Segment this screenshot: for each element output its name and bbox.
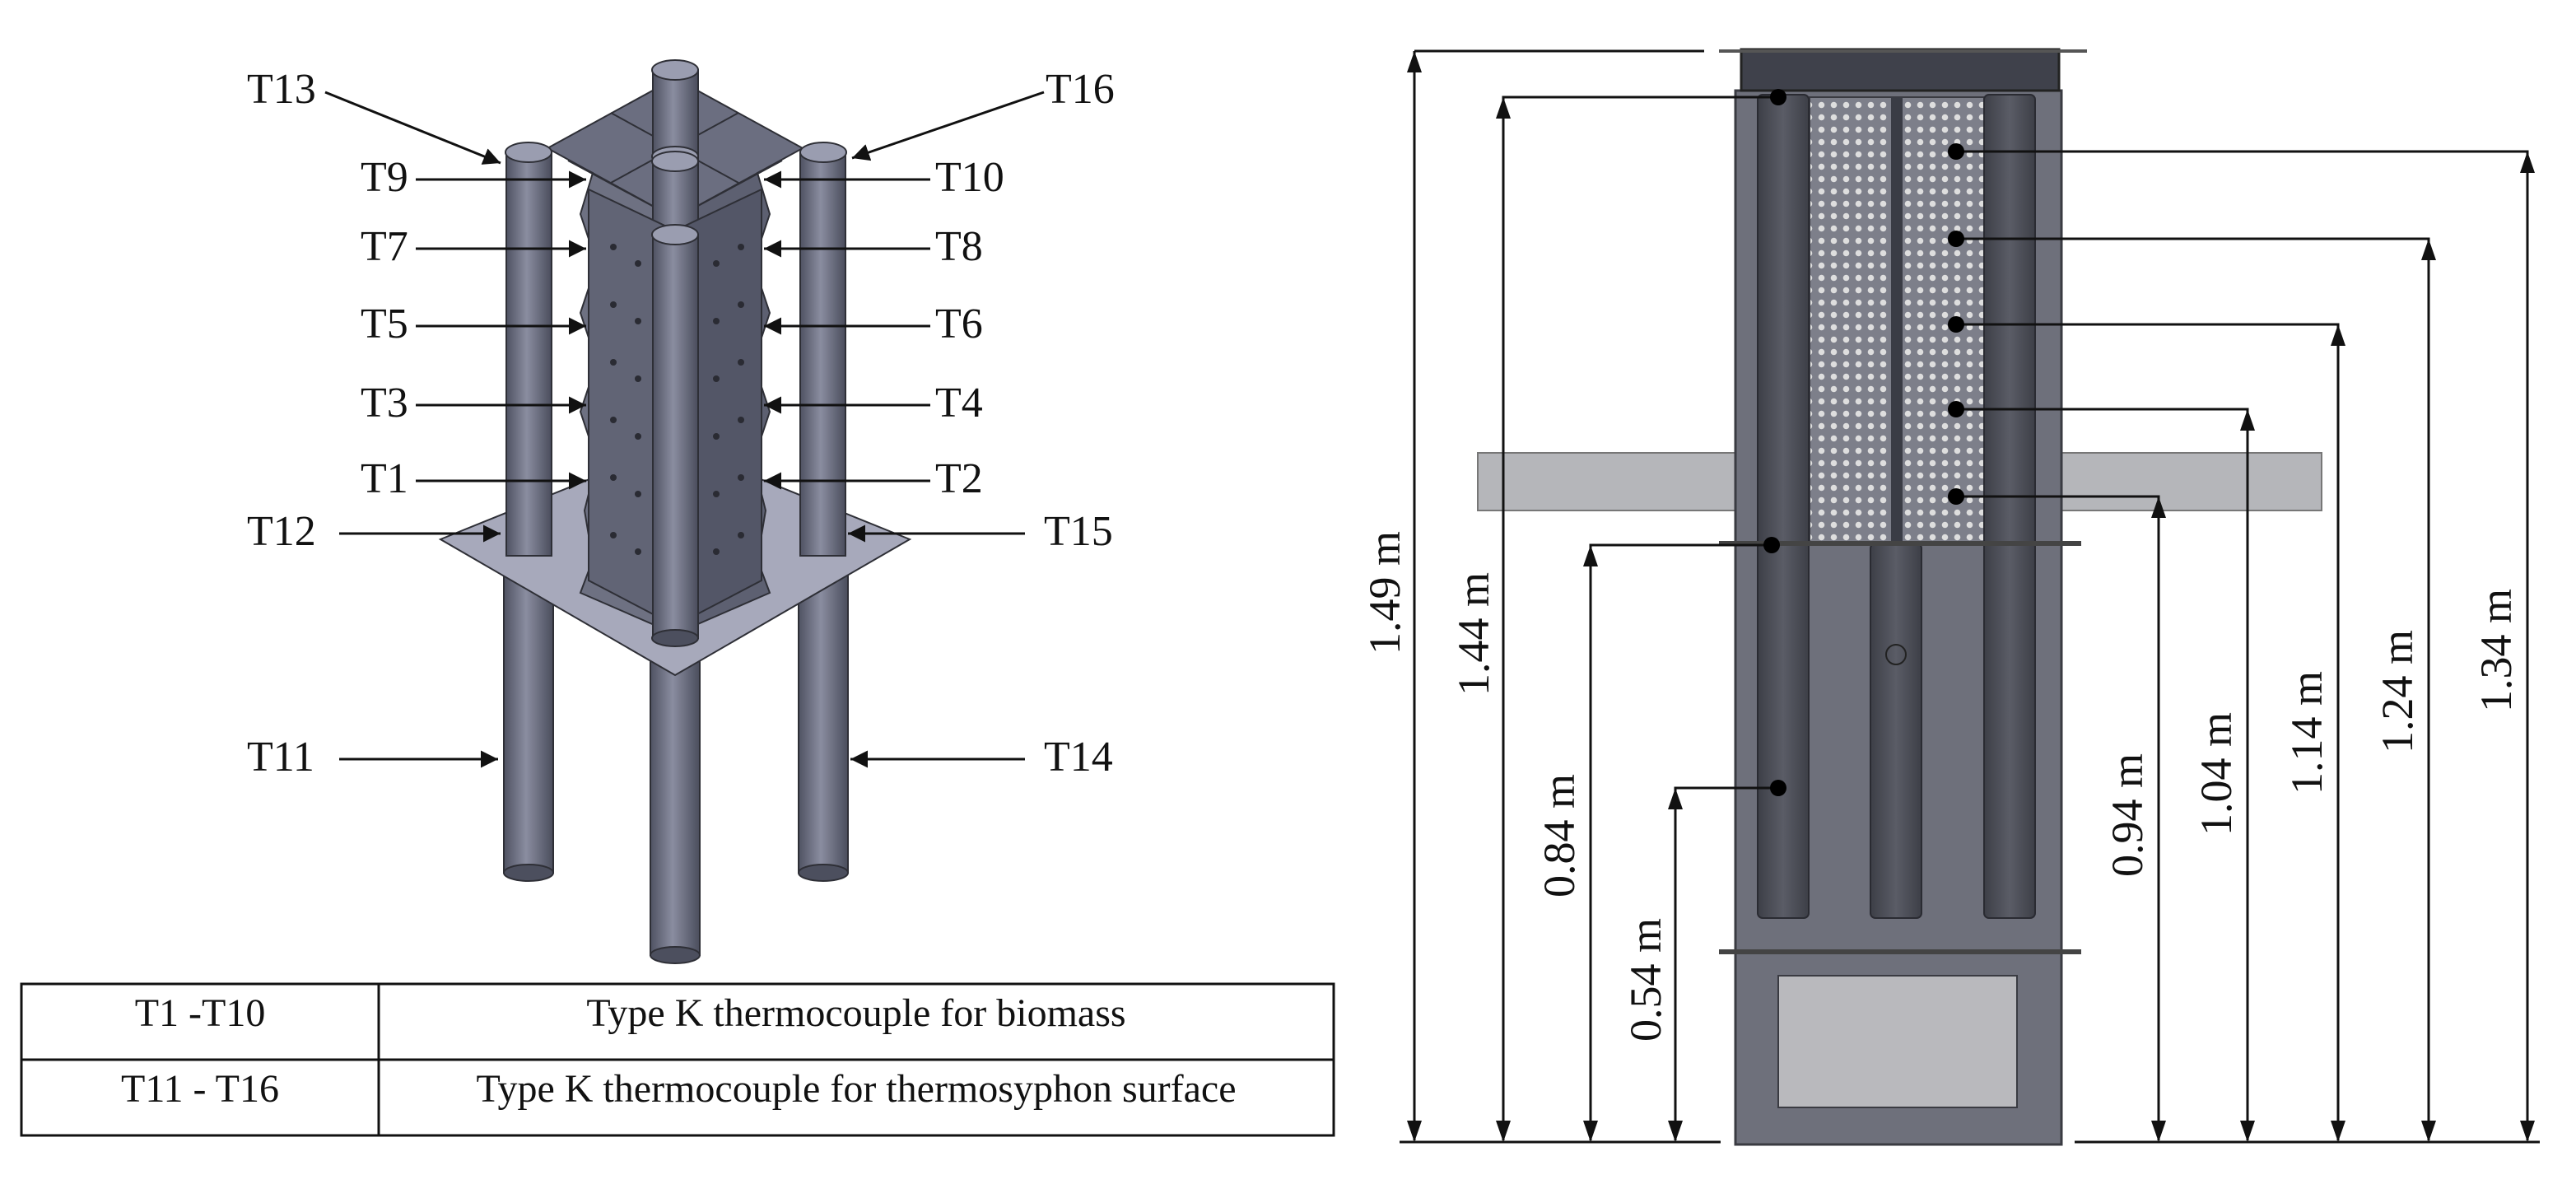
label-t11: T11 — [247, 734, 314, 781]
upper-tube-front — [652, 234, 699, 639]
table-cell-description-1: Type K thermocouple for biomass — [586, 991, 1125, 1035]
label-t8: T8 — [935, 223, 983, 270]
upper-tube-back-left — [505, 151, 552, 557]
dim-1-49m: 1.49 m — [1360, 531, 1409, 655]
dim-1-44m: 1.44 m — [1449, 572, 1498, 696]
label-t10: T10 — [935, 154, 1004, 201]
right-label-arrows — [764, 91, 1045, 768]
table-cell-range-2: T11 - T16 — [121, 1067, 279, 1111]
label-t16: T16 — [1046, 66, 1115, 113]
label-t15: T15 — [1044, 508, 1113, 555]
label-t14: T14 — [1044, 734, 1113, 781]
tube-right — [1983, 94, 2036, 919]
dim-0-54m: 0.54 m — [1621, 918, 1670, 1042]
upper-tube-back-right — [799, 151, 846, 557]
dim-1-14m: 1.14 m — [2282, 671, 2331, 795]
isometric-view: T13 T9 T7 T5 T3 T1 T12 T11 T16 T10 T8 T6… — [247, 59, 1115, 964]
table-cell-range-1: T1 -T10 — [135, 991, 266, 1035]
top-cap — [1740, 48, 2061, 92]
dim-0-94m: 0.94 m — [2103, 753, 2152, 877]
label-t4: T4 — [935, 380, 983, 427]
dimension-arrows — [1407, 51, 2535, 1142]
legend-table: T1 -T10 Type K thermocouple for biomass … — [20, 982, 1335, 1137]
lower-tube-front — [650, 641, 701, 956]
dim-0-84m: 0.84 m — [1535, 774, 1584, 897]
thermocouple-points — [1763, 89, 1964, 796]
label-t12: T12 — [247, 508, 316, 555]
label-t13: T13 — [247, 66, 316, 113]
observation-window — [1777, 975, 2018, 1108]
label-t2: T2 — [935, 455, 983, 502]
label-t3: T3 — [361, 380, 408, 427]
dim-1-34m: 1.34 m — [2471, 589, 2521, 712]
tube-center — [1870, 543, 1922, 919]
front-elevation-view: 1.49 m 1.44 m 0.84 m 0.54 m 0.94 m 1.04 … — [1360, 48, 2540, 1146]
left-label-arrows — [324, 91, 586, 768]
table-cell-description-2: Type K thermocouple for thermosyphon sur… — [476, 1067, 1236, 1111]
label-t7: T7 — [361, 223, 408, 270]
label-t9: T9 — [361, 154, 408, 201]
dim-1-04m: 1.04 m — [2192, 712, 2241, 836]
label-t6: T6 — [935, 301, 983, 347]
label-t1: T1 — [361, 455, 408, 502]
label-t5: T5 — [361, 301, 408, 347]
dim-1-24m: 1.24 m — [2373, 630, 2422, 753]
